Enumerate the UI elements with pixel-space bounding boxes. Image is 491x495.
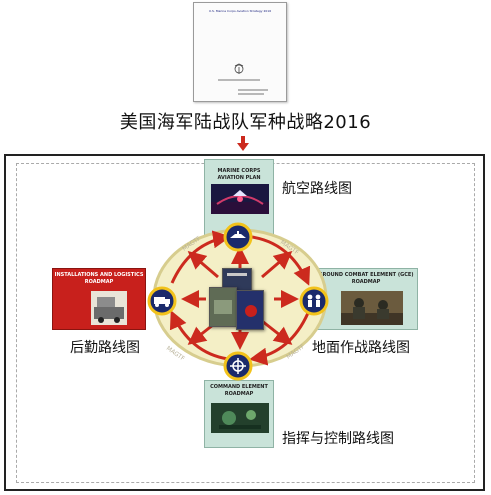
eagle-globe-anchor-icon [234,63,244,74]
strategy-document-cover: U.S. Marine Corps Aviation Strategy 2016 [193,2,287,102]
cover-text-line [218,79,260,81]
command-panel-label: COMMAND ELEMENT ROADMAP [210,384,268,397]
arrow-diag-dr [261,319,293,345]
cover-text-line [238,93,264,95]
aircraft-icon [223,222,253,252]
logistics-roadmap-image [91,291,127,325]
arrow-diag-ul [187,251,219,279]
logistics-panel: INSTALLATIONS AND LOGISTICS ROADMAP [52,268,146,330]
command-icon [223,351,253,381]
soldiers-icon [299,286,329,316]
book-cover-emblem [245,305,257,317]
aviation-plan-image [211,184,269,214]
arrow-diag-ur [261,251,293,279]
truck-icon [147,286,177,316]
ground-combat-panel-label: GROUND COMBAT ELEMENT (GCE) ROADMAP [318,272,414,285]
logistics-caption: 后勤路线图 [70,340,140,356]
command-panel: COMMAND ELEMENT ROADMAP [204,380,274,448]
logistics-panel-label: INSTALLATIONS AND LOGISTICS ROADMAP [54,272,144,285]
main-title: 美国海军陆战队军种战略2016 [119,112,372,133]
book-cover-image [214,300,232,314]
center-book-right [236,290,264,330]
command-caption: 指挥与控制路线图 [282,431,394,447]
center-book-left [209,287,237,327]
cover-text-line [238,89,268,91]
ground-combat-caption: 地面作战路线图 [312,340,410,356]
aviation-panel-label: MARINE CORPS AVIATION PLAN [217,168,261,181]
ground-combat-roadmap-image [341,291,403,325]
aviation-caption: 航空路线图 [282,181,352,197]
book-title-line [227,273,247,276]
ground-combat-panel: GROUND COMBAT ELEMENT (GCE) ROADMAP [314,268,418,330]
document-cover-title: U.S. Marine Corps Aviation Strategy 2016 [208,9,272,13]
command-roadmap-image [211,403,269,433]
down-arrow-icon [237,136,249,151]
